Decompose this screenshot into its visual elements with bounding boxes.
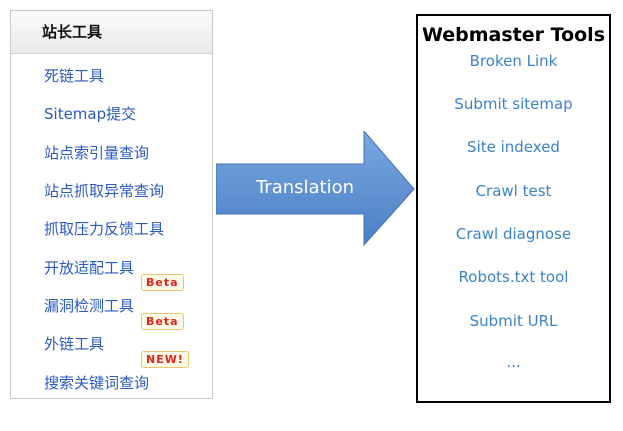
translation-arrow-icon — [216, 131, 415, 247]
item-broken-link: Broken Link — [469, 52, 558, 70]
new-badge: NEW! — [141, 351, 189, 368]
menu-item-label: 站点抓取异常查询 — [44, 182, 165, 200]
menu-item-sitemap-submit[interactable]: Sitemap提交 — [44, 103, 136, 124]
item-crawl-test: Crawl test — [475, 182, 552, 200]
menu-item-label: 漏洞检测工具 — [44, 297, 135, 315]
panel-title: Webmaster Tools — [421, 24, 605, 46]
beta-badge: Beta — [141, 274, 184, 291]
beta-badge: Beta — [141, 313, 184, 330]
item-robots-txt-tool: Robots.txt tool — [458, 268, 569, 286]
menu-item-label: 外链工具 — [44, 335, 105, 353]
menu-item-label: 死链工具 — [44, 67, 105, 85]
menu-item-crawl-pressure-feedback[interactable]: 抓取压力反馈工具 — [44, 218, 164, 239]
menu-item-open-adaptation-tool[interactable]: 开放适配工具 — [44, 257, 134, 278]
item-submit-sitemap: Submit sitemap — [454, 95, 573, 113]
menu-item-label: 站点索引量查询 — [44, 144, 150, 162]
chinese-tools-menu: 站长工具 死链工具 Sitemap提交 站点索引量查询 站点抓取异常查询 抓取压… — [10, 10, 213, 399]
menu-item-keyword-query[interactable]: 搜索关键词查询 — [44, 372, 149, 393]
item-submit-url: Submit URL — [469, 312, 558, 330]
menu-item-label: Sitemap提交 — [44, 105, 137, 123]
menu-item-dead-link-tool[interactable]: 死链工具 — [44, 65, 104, 86]
item-crawl-diagnose: Crawl diagnose — [455, 225, 572, 243]
menu-item-vulnerability-detection[interactable]: 漏洞检测工具 — [44, 295, 134, 316]
arrow-label: Translation — [255, 177, 355, 198]
menu-item-label: 开放适配工具 — [44, 259, 135, 277]
item-ellipsis: ... — [506, 353, 521, 371]
item-site-indexed: Site indexed — [467, 138, 560, 156]
menu-item-crawl-error-query[interactable]: 站点抓取异常查询 — [44, 180, 164, 201]
menu-item-label: 抓取压力反馈工具 — [44, 220, 165, 238]
menu-header: 站长工具 — [11, 11, 212, 54]
menu-item-label: 搜索关键词查询 — [44, 374, 150, 392]
menu-item-index-query[interactable]: 站点索引量查询 — [44, 142, 149, 163]
webmaster-tools-panel: Webmaster Tools Broken Link Submit sitem… — [416, 14, 611, 403]
menu-item-external-links[interactable]: 外链工具 — [44, 333, 104, 354]
